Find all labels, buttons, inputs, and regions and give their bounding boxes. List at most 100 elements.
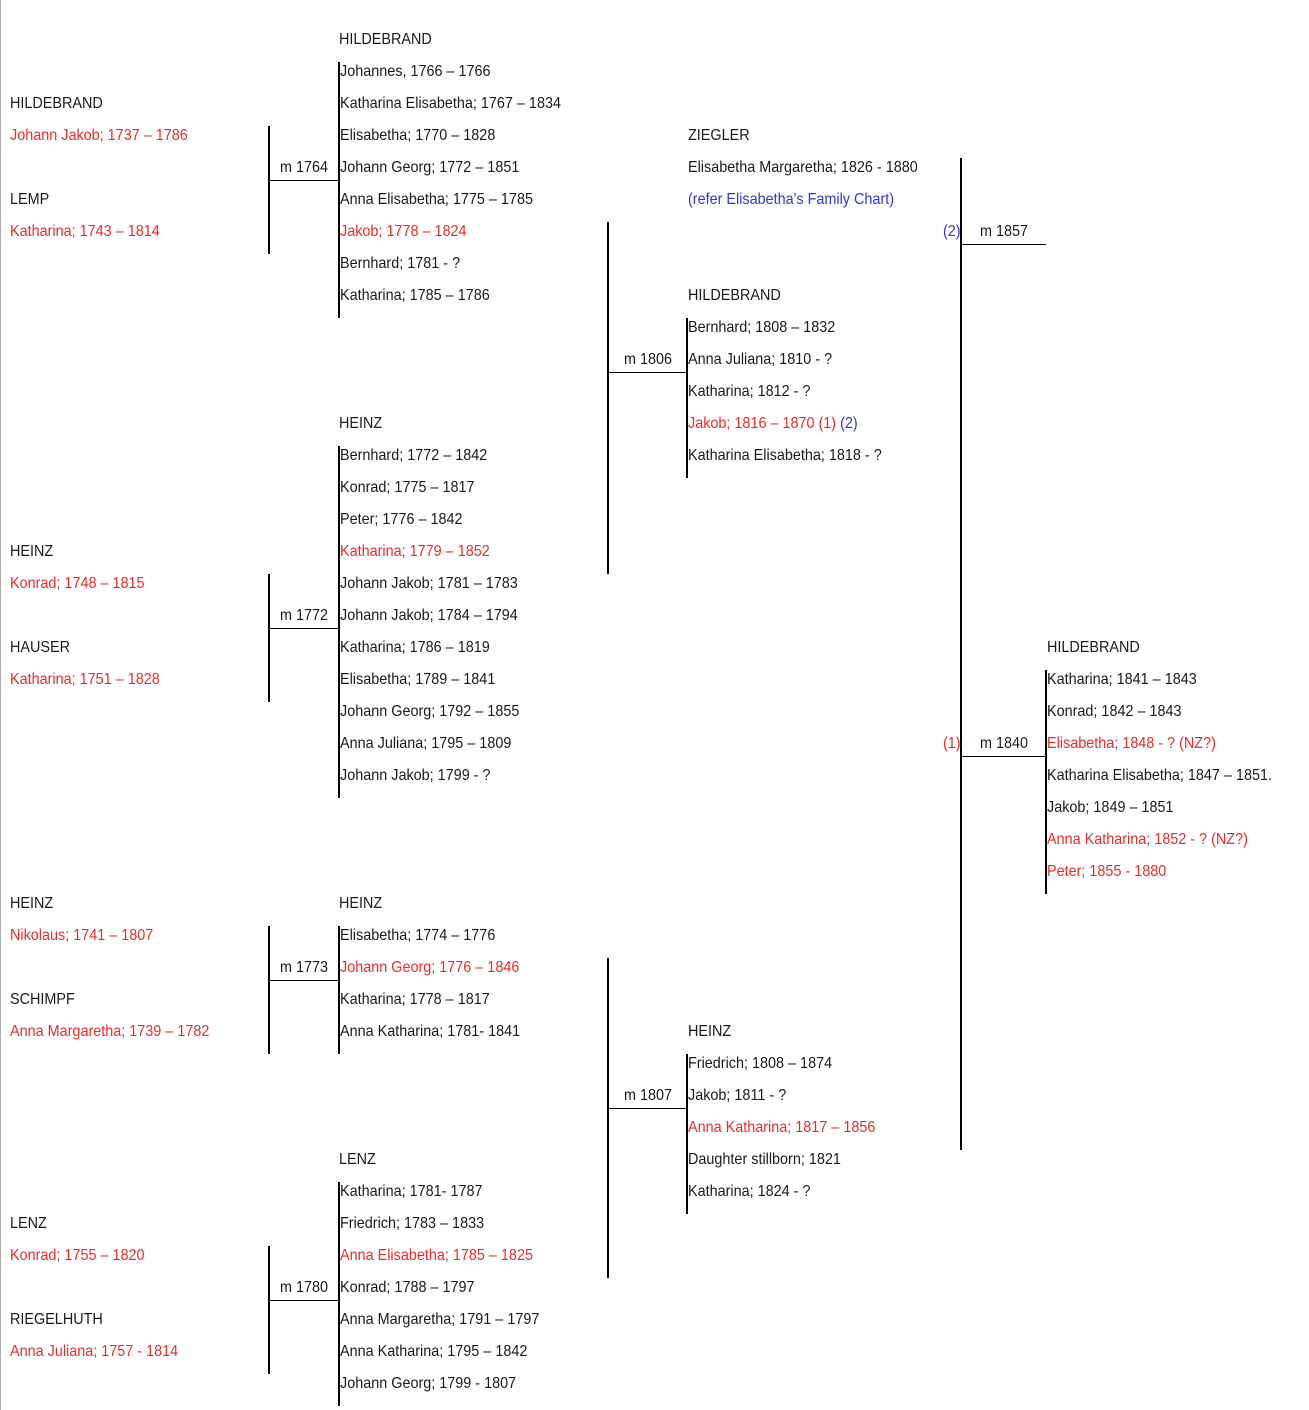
child-entry: Katharina; 1824 - ? bbox=[688, 1183, 811, 1200]
child-entry: Anna Elisabetha; 1785 – 1825 bbox=[340, 1247, 533, 1264]
child-entry: Anna Juliana; 1810 - ? bbox=[688, 351, 833, 368]
child-entry: Jakob; 1849 – 1851 bbox=[1047, 799, 1174, 816]
surname-label: RIEGELHUTH bbox=[10, 1311, 103, 1328]
marriage-line bbox=[960, 756, 1046, 757]
child-entry: Elisabetha; 1770 – 1828 bbox=[340, 127, 496, 144]
sibling-bracket bbox=[338, 926, 340, 1054]
child-name: Jakob; 1816 – 1870 (1) bbox=[688, 415, 837, 432]
surname-label: LENZ bbox=[339, 1151, 376, 1168]
couple-bracket bbox=[268, 574, 270, 702]
surname-label: LEMP bbox=[10, 191, 50, 208]
person-name: Anna Margaretha; 1739 – 1782 bbox=[10, 1023, 210, 1040]
child-entry: Katharina; 1778 – 1817 bbox=[340, 991, 490, 1008]
marriage-label: m 1773 bbox=[280, 959, 329, 976]
child-entry: Anna Katharina; 1781- 1841 bbox=[340, 1023, 521, 1040]
child-entry: Jakob; 1778 – 1824 bbox=[340, 223, 467, 240]
child-entry: Friedrich; 1783 – 1833 bbox=[340, 1215, 485, 1232]
surname-label: HILDEBRAND bbox=[339, 31, 432, 48]
surname-label: HEINZ bbox=[688, 1023, 732, 1040]
surname-label: SCHIMPF bbox=[10, 991, 75, 1008]
child-entry: Katharina Elisabetha; 1767 – 1834 bbox=[340, 95, 561, 112]
marriage-label: m 1806 bbox=[624, 351, 673, 368]
sibling-bracket bbox=[338, 1182, 340, 1406]
marriage-label: m 1772 bbox=[280, 607, 329, 624]
child-entry: Friedrich; 1808 – 1874 bbox=[688, 1055, 833, 1072]
child-entry: Elisabetha; 1848 - ? (NZ?) bbox=[1047, 735, 1216, 752]
child-entry: Johann Georg; 1772 – 1851 bbox=[340, 159, 520, 176]
child-entry: Katharina; 1812 - ? bbox=[688, 383, 811, 400]
marriage-index: (2) bbox=[943, 223, 961, 240]
child-entry: Jakob; 1811 - ? bbox=[688, 1087, 787, 1104]
child-entry: Peter; 1776 – 1842 bbox=[340, 511, 463, 528]
child-entry: Konrad; 1788 – 1797 bbox=[340, 1279, 475, 1296]
marriage-label: m 1807 bbox=[624, 1087, 673, 1104]
child-entry: Johann Georg; 1792 – 1855 bbox=[340, 703, 520, 720]
child-entry: Bernhard; 1808 – 1832 bbox=[688, 319, 836, 336]
child-entry: Katharina; 1781- 1787 bbox=[340, 1183, 483, 1200]
child-entry: Katharina; 1779 – 1852 bbox=[340, 543, 490, 560]
person-name: Johann Jakob; 1737 – 1786 bbox=[10, 127, 188, 144]
child-entry: Johannes, 1766 – 1766 bbox=[340, 63, 491, 80]
child-entry: Daughter stillborn; 1821 bbox=[688, 1151, 841, 1168]
child-entry: Johann Jakob; 1781 – 1783 bbox=[340, 575, 518, 592]
surname-label: HILDEBRAND bbox=[1047, 639, 1140, 656]
couple-bracket bbox=[268, 126, 270, 254]
child-entry: Johann Jakob; 1784 – 1794 bbox=[340, 607, 518, 624]
person-name: Elisabetha Margaretha; 1826 - 1880 bbox=[688, 159, 918, 176]
marriage-label: m 1857 bbox=[980, 223, 1029, 240]
sibling-bracket bbox=[686, 318, 688, 478]
child-entry: Bernhard; 1781 - ? bbox=[340, 255, 461, 272]
surname-label: HILDEBRAND bbox=[10, 95, 103, 112]
person-name: Konrad; 1755 – 1820 bbox=[10, 1247, 145, 1264]
child-entry: Bernhard; 1772 – 1842 bbox=[340, 447, 488, 464]
sibling-bracket bbox=[1045, 670, 1047, 894]
couple-bracket bbox=[268, 926, 270, 1054]
child-entry: Katharina Elisabetha; 1818 - ? bbox=[688, 447, 882, 464]
child-entry: Konrad; 1842 – 1843 bbox=[1047, 703, 1182, 720]
marriage-line bbox=[960, 244, 1046, 245]
child-entry: Johann Georg; 1799 - 1807 bbox=[340, 1375, 517, 1392]
left-border bbox=[0, 0, 1, 1410]
marriage-label: m 1764 bbox=[280, 159, 329, 176]
person-name: Katharina; 1751 – 1828 bbox=[10, 671, 160, 688]
person-name: Katharina; 1743 – 1814 bbox=[10, 223, 160, 240]
child-entry: Johann Georg; 1776 – 1846 bbox=[340, 959, 520, 976]
child-entry: Anna Katharina; 1795 – 1842 bbox=[340, 1343, 528, 1360]
marriage-label: m 1780 bbox=[280, 1279, 329, 1296]
child-entry: Jakob; 1816 – 1870 (1) (2) bbox=[688, 414, 858, 434]
marriage-label: m 1840 bbox=[980, 735, 1029, 752]
sibling-bracket bbox=[686, 1054, 688, 1214]
child-entry: Peter; 1855 - 1880 bbox=[1047, 863, 1167, 880]
sibling-bracket bbox=[338, 62, 340, 318]
surname-label: HAUSER bbox=[10, 639, 71, 656]
surname-label: HILDEBRAND bbox=[688, 287, 781, 304]
couple-bracket bbox=[607, 222, 609, 574]
surname-label: HEINZ bbox=[10, 543, 54, 560]
family-chart-link[interactable]: (refer Elisabetha's Family Chart) bbox=[688, 191, 895, 208]
person-name: Konrad; 1748 – 1815 bbox=[10, 575, 145, 592]
marriage-line bbox=[268, 1300, 339, 1301]
couple-bracket bbox=[607, 958, 609, 1278]
child-entry: Konrad; 1775 – 1817 bbox=[340, 479, 475, 496]
child-entry: Elisabetha; 1774 – 1776 bbox=[340, 927, 496, 944]
surname-label: HEINZ bbox=[10, 895, 54, 912]
person-name: Anna Juliana; 1757 - 1814 bbox=[10, 1343, 179, 1360]
marriage-line bbox=[268, 980, 339, 981]
child-entry: Katharina; 1841 – 1843 bbox=[1047, 671, 1197, 688]
surname-label: ZIEGLER bbox=[688, 127, 750, 144]
sibling-bracket bbox=[338, 446, 340, 798]
child-entry: Katharina Elisabetha; 1847 – 1851. bbox=[1047, 767, 1272, 784]
child-entry: Anna Katharina; 1817 – 1856 bbox=[688, 1119, 876, 1136]
marriage-index: (1) bbox=[943, 735, 961, 752]
child-entry: Anna Juliana; 1795 – 1809 bbox=[340, 735, 512, 752]
person-name: Nikolaus; 1741 – 1807 bbox=[10, 927, 154, 944]
child-entry: Katharina; 1786 – 1819 bbox=[340, 639, 490, 656]
child-entry: Elisabetha; 1789 – 1841 bbox=[340, 671, 496, 688]
couple-bracket bbox=[960, 158, 962, 1150]
surname-label: HEINZ bbox=[339, 895, 383, 912]
marriage-line bbox=[268, 180, 339, 181]
marriage-ref-link[interactable]: (2) bbox=[840, 415, 858, 432]
child-entry: Anna Katharina; 1852 - ? (NZ?) bbox=[1047, 831, 1248, 848]
child-entry: Anna Elisabetha; 1775 – 1785 bbox=[340, 191, 533, 208]
